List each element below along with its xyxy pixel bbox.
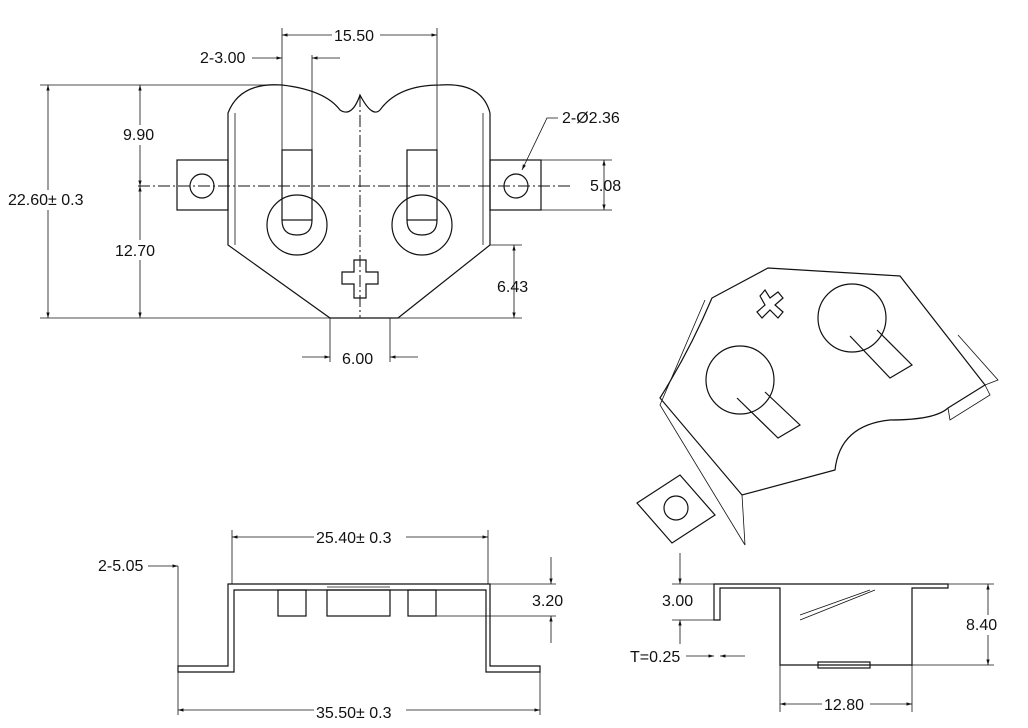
- isometric-view: [636, 267, 999, 546]
- dim-bottom-flat: 6.00: [342, 351, 373, 368]
- top-view: 15.50 2-3.00 22.60± 0.3 9.90 12.70 2-Ø2.…: [8, 26, 621, 368]
- dim-clip-height: 3.20: [532, 593, 563, 610]
- dim-hole-dia: 2-Ø2.36: [562, 110, 620, 127]
- dim-tab-height: 5.08: [590, 178, 621, 195]
- dim-side-width: 12.80: [824, 697, 864, 714]
- dim-thickness: T=0.25: [630, 649, 680, 666]
- dim-upper-height: 9.90: [123, 127, 154, 144]
- iso-outline: [659, 267, 986, 496]
- iso-left-tab: [636, 474, 716, 544]
- dim-bottom-right-height: 6.43: [497, 279, 528, 296]
- cross-mark: [341, 259, 379, 299]
- dim-width-top: 15.50: [334, 28, 374, 45]
- dim-lower-height: 12.70: [115, 243, 155, 260]
- dim-pitch: 25.40± 0.3: [316, 530, 392, 547]
- side-view: 3.00 T=0.25 8.40 12.80: [630, 553, 1004, 714]
- front-outline: [177, 583, 541, 673]
- left-tab: [176, 159, 229, 211]
- dim-total-height: 22.60± 0.3: [8, 192, 84, 209]
- front-view: 25.40± 0.3 2-5.05 3.20 35.50± 0.3: [98, 528, 563, 722]
- dim-overall-width: 35.50± 0.3: [316, 705, 392, 722]
- side-outline: [713, 583, 949, 666]
- dim-lead-offset: 2-5.05: [98, 558, 143, 575]
- dim-standoff: 3.00: [662, 593, 693, 610]
- dim-side-height: 8.40: [966, 617, 997, 634]
- top-view-outline: [227, 84, 491, 319]
- dim-slot-width: 2-3.00: [200, 50, 245, 67]
- right-tab: [489, 159, 542, 211]
